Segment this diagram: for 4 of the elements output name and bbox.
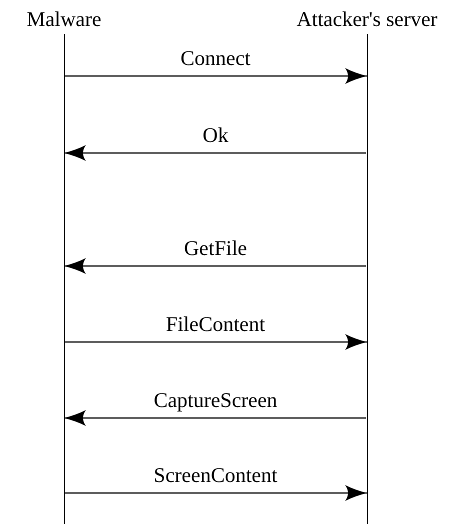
participant-label: Attacker's server: [296, 6, 438, 32]
lifeline: [64, 34, 65, 524]
lifeline: [367, 34, 368, 524]
participant-label: Malware: [26, 6, 102, 32]
